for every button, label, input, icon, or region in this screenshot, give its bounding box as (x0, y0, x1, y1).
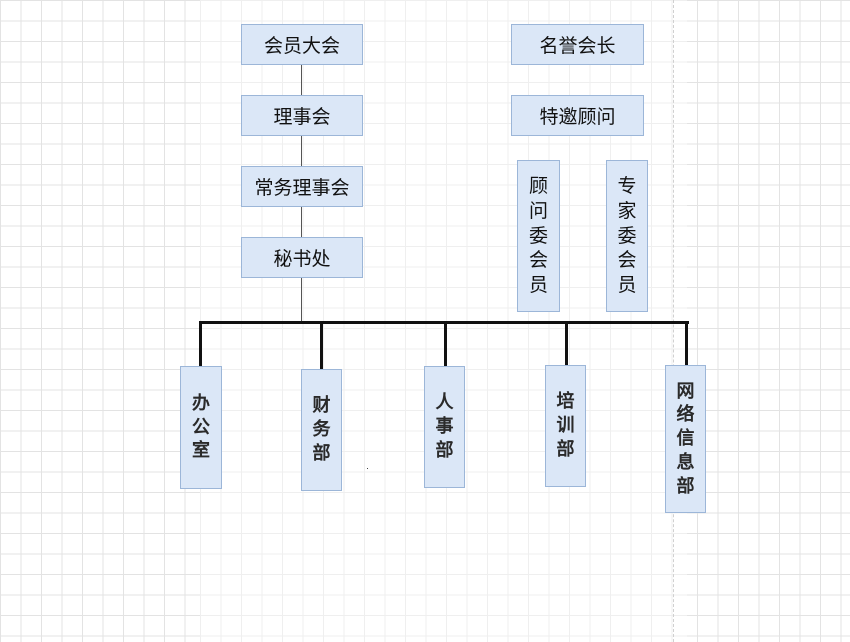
node-standing-council[interactable]: 常务理事会 (241, 166, 363, 207)
drop-line-office (199, 321, 202, 366)
node-general-assembly[interactable]: 会员大会 (241, 24, 363, 65)
node-label: 办公室 (191, 392, 210, 462)
node-label: 财务部 (312, 395, 331, 464)
node-label: 常务理事会 (254, 177, 350, 199)
node-label: 培训部 (556, 391, 575, 460)
node-advisory-committee[interactable]: 顾问委会员 (517, 160, 560, 312)
node-label: 特邀顾问 (539, 106, 616, 128)
connector-line (301, 277, 302, 321)
node-training[interactable]: 培训部 (545, 365, 586, 487)
connector-line (301, 206, 302, 237)
connector-line (301, 64, 302, 95)
node-finance[interactable]: 财务部 (301, 369, 342, 491)
node-label: 理事会 (273, 106, 331, 128)
node-label: 专家委会员 (617, 175, 637, 297)
drop-line-training (565, 321, 568, 365)
node-office[interactable]: 办公室 (180, 366, 222, 489)
connector-line (301, 135, 302, 166)
node-label: 网络信息部 (676, 380, 695, 497)
drop-line-finance (320, 321, 323, 369)
node-hr[interactable]: 人事部 (424, 366, 465, 488)
node-honorary-president[interactable]: 名誉会长 (511, 24, 644, 65)
node-secretariat[interactable]: 秘书处 (241, 237, 363, 278)
node-label: 会员大会 (263, 35, 340, 57)
node-expert-committee[interactable]: 专家委会员 (606, 160, 648, 312)
node-network-info[interactable]: 网络信息部 (665, 365, 706, 513)
drop-line-hr (444, 321, 447, 366)
stray-dot (367, 468, 368, 469)
drop-line-network (685, 321, 688, 365)
node-label: 顾问委会员 (528, 175, 548, 297)
node-label: 秘书处 (273, 248, 331, 270)
node-council[interactable]: 理事会 (241, 95, 363, 136)
node-special-advisor[interactable]: 特邀顾问 (511, 95, 644, 136)
node-label: 人事部 (435, 392, 454, 461)
node-label: 名誉会长 (539, 35, 616, 57)
